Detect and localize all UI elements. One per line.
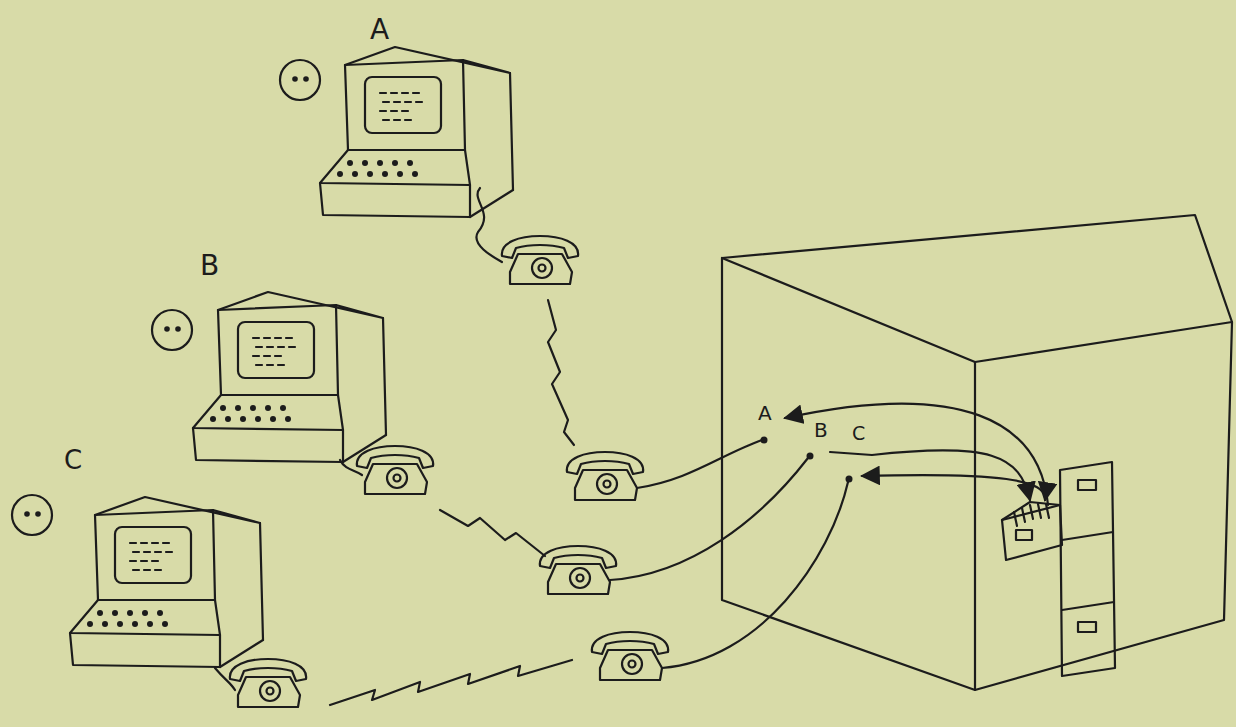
port-letter: B	[812, 420, 830, 440]
terminal-letter: A	[368, 16, 391, 44]
terminal-letter: C	[62, 447, 84, 473]
terminal-letter: B	[198, 252, 221, 280]
port-letter: A	[756, 403, 774, 423]
port-letter: C	[850, 424, 867, 443]
